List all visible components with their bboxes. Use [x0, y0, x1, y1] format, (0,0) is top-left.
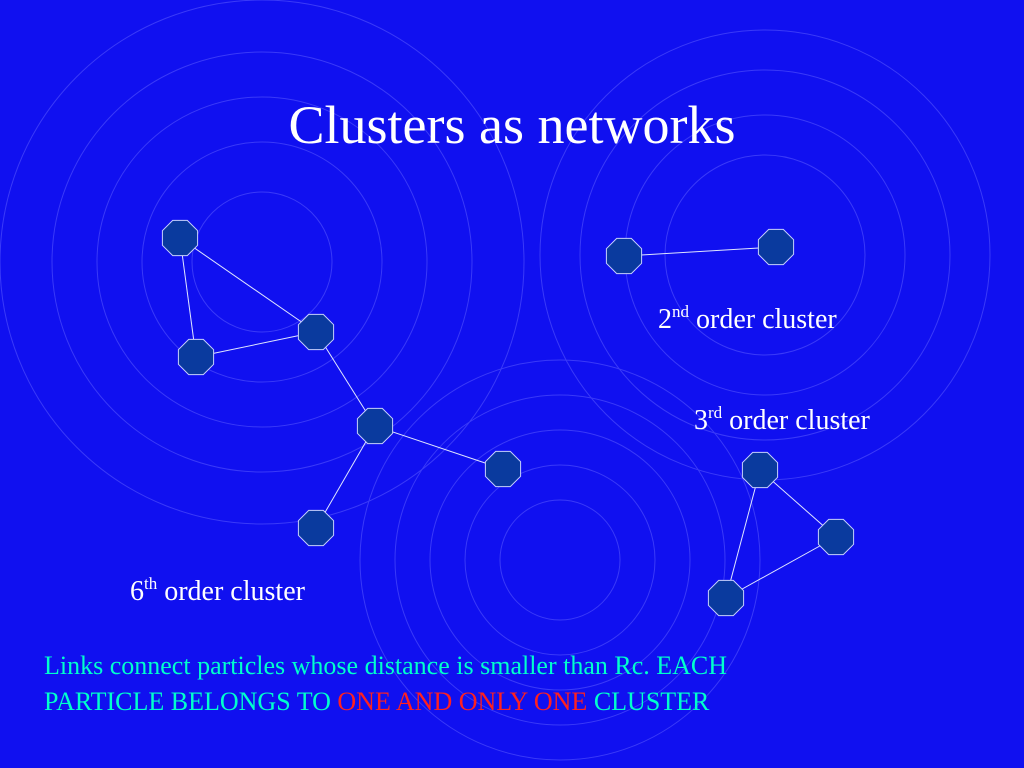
footnote-line-1: Links connect particles whose distance i… — [44, 651, 728, 680]
link — [179, 237, 197, 358]
background-ring — [664, 154, 866, 356]
background-ring — [394, 394, 726, 726]
particle — [297, 313, 335, 351]
link — [725, 469, 761, 599]
footnote: Links connect particles whose distance i… — [44, 648, 1004, 720]
sixth-order-label: 6th order cluster — [130, 575, 305, 607]
background-ring — [0, 0, 525, 525]
footnote-line-2-start: PARTICLE BELONGS TO — [44, 687, 338, 716]
label-text: order cluster — [696, 304, 837, 335]
particle — [297, 509, 335, 547]
label-number: 2 — [658, 304, 672, 335]
background-ring — [579, 69, 951, 441]
label-text: order cluster — [164, 576, 305, 607]
background-ring — [429, 429, 691, 691]
third-order-cluster — [707, 451, 855, 617]
particle — [484, 450, 522, 488]
footnote-line-2: PARTICLE BELONGS TO ONE AND ONLY ONE CLU… — [44, 684, 1004, 720]
slide-title: Clusters as networks — [288, 95, 736, 155]
background-ring — [51, 51, 473, 473]
particle — [757, 228, 795, 266]
label-suffix: rd — [708, 403, 723, 422]
label-suffix: nd — [672, 302, 689, 321]
particle — [177, 338, 215, 376]
particle — [605, 237, 643, 275]
link — [315, 425, 376, 529]
background-ring — [464, 464, 656, 656]
background-ring — [141, 141, 383, 383]
label-text: order cluster — [729, 405, 870, 436]
particle — [707, 579, 745, 617]
particle — [161, 219, 199, 257]
background-ring — [359, 359, 761, 761]
link — [195, 331, 317, 358]
second-order-cluster — [605, 228, 795, 275]
link — [725, 536, 837, 599]
background-ring — [499, 499, 621, 621]
particle — [741, 451, 779, 489]
label-suffix: th — [144, 574, 158, 593]
link — [179, 237, 317, 333]
label-number: 6 — [130, 576, 144, 607]
particle — [817, 518, 855, 556]
link — [623, 246, 777, 257]
third-order-label: 3rd order cluster — [694, 404, 870, 436]
background-ring — [191, 191, 333, 333]
second-order-label: 2nd order cluster — [658, 303, 837, 335]
sixth-order-cluster — [161, 219, 522, 547]
particle — [356, 407, 394, 445]
label-number: 3 — [694, 405, 708, 436]
footnote-line-2-end: CLUSTER — [587, 687, 710, 716]
footnote-highlight: ONE AND ONLY ONE — [337, 687, 588, 716]
background-ring — [96, 96, 428, 428]
link — [374, 425, 504, 470]
